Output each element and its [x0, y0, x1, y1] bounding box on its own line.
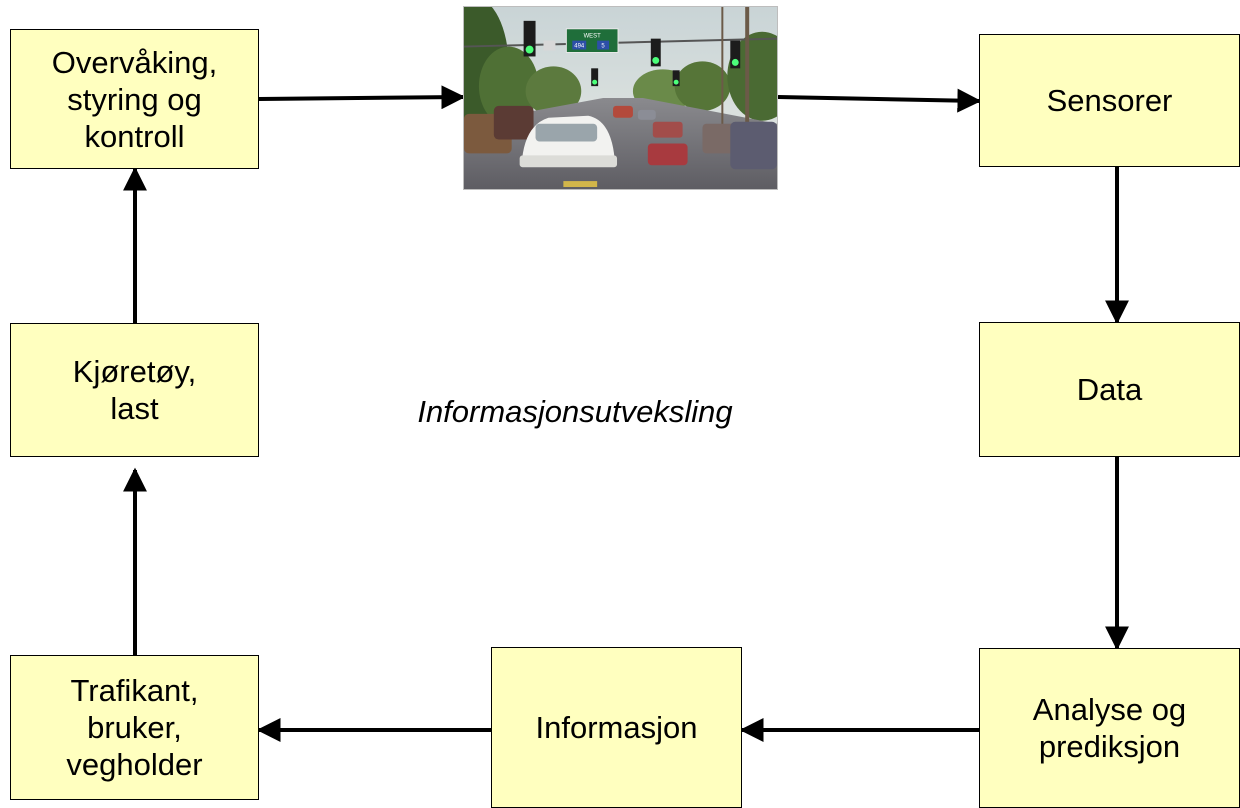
trafikant-bruker-vegholder-box: Trafikant, bruker, vegholder: [10, 655, 259, 800]
sensorer-box: Sensorer: [979, 34, 1240, 167]
arrow-overvaking-to-photo: [258, 85, 466, 110]
analyse-prediksjon-box: Analyse og prediksjon: [979, 648, 1240, 808]
analyse-label: Analyse og prediksjon: [1032, 692, 1187, 764]
informasjon-box: Informasjon: [491, 647, 742, 808]
kjoretoy-label: Kjøretøy, last: [72, 354, 197, 426]
informasjon-label: Informasjon: [535, 710, 698, 745]
photo-route-1: 494: [574, 44, 585, 50]
data-box: Data: [979, 322, 1240, 457]
overvaking-styring-kontroll-box: Overvåking, styring og kontroll: [10, 29, 259, 169]
kjoretoy-last-box: Kjøretøy, last: [10, 323, 259, 457]
informasjonsutveksling-label: Informasjonsutveksling: [417, 394, 733, 429]
trafikant-label: Trafikant, bruker, vegholder: [66, 673, 203, 782]
data-label: Data: [1076, 372, 1143, 407]
overvaking-label: Overvåking, styring og kontroll: [51, 44, 218, 154]
photo-sign-text: WEST: [584, 34, 602, 40]
traffic-intersection-photo: WEST 494 5: [463, 6, 778, 190]
arrow-photo-to-sensorer: [777, 88, 982, 113]
sensorer-label: Sensorer: [1046, 83, 1173, 118]
photo-route-2: 5: [601, 44, 605, 50]
